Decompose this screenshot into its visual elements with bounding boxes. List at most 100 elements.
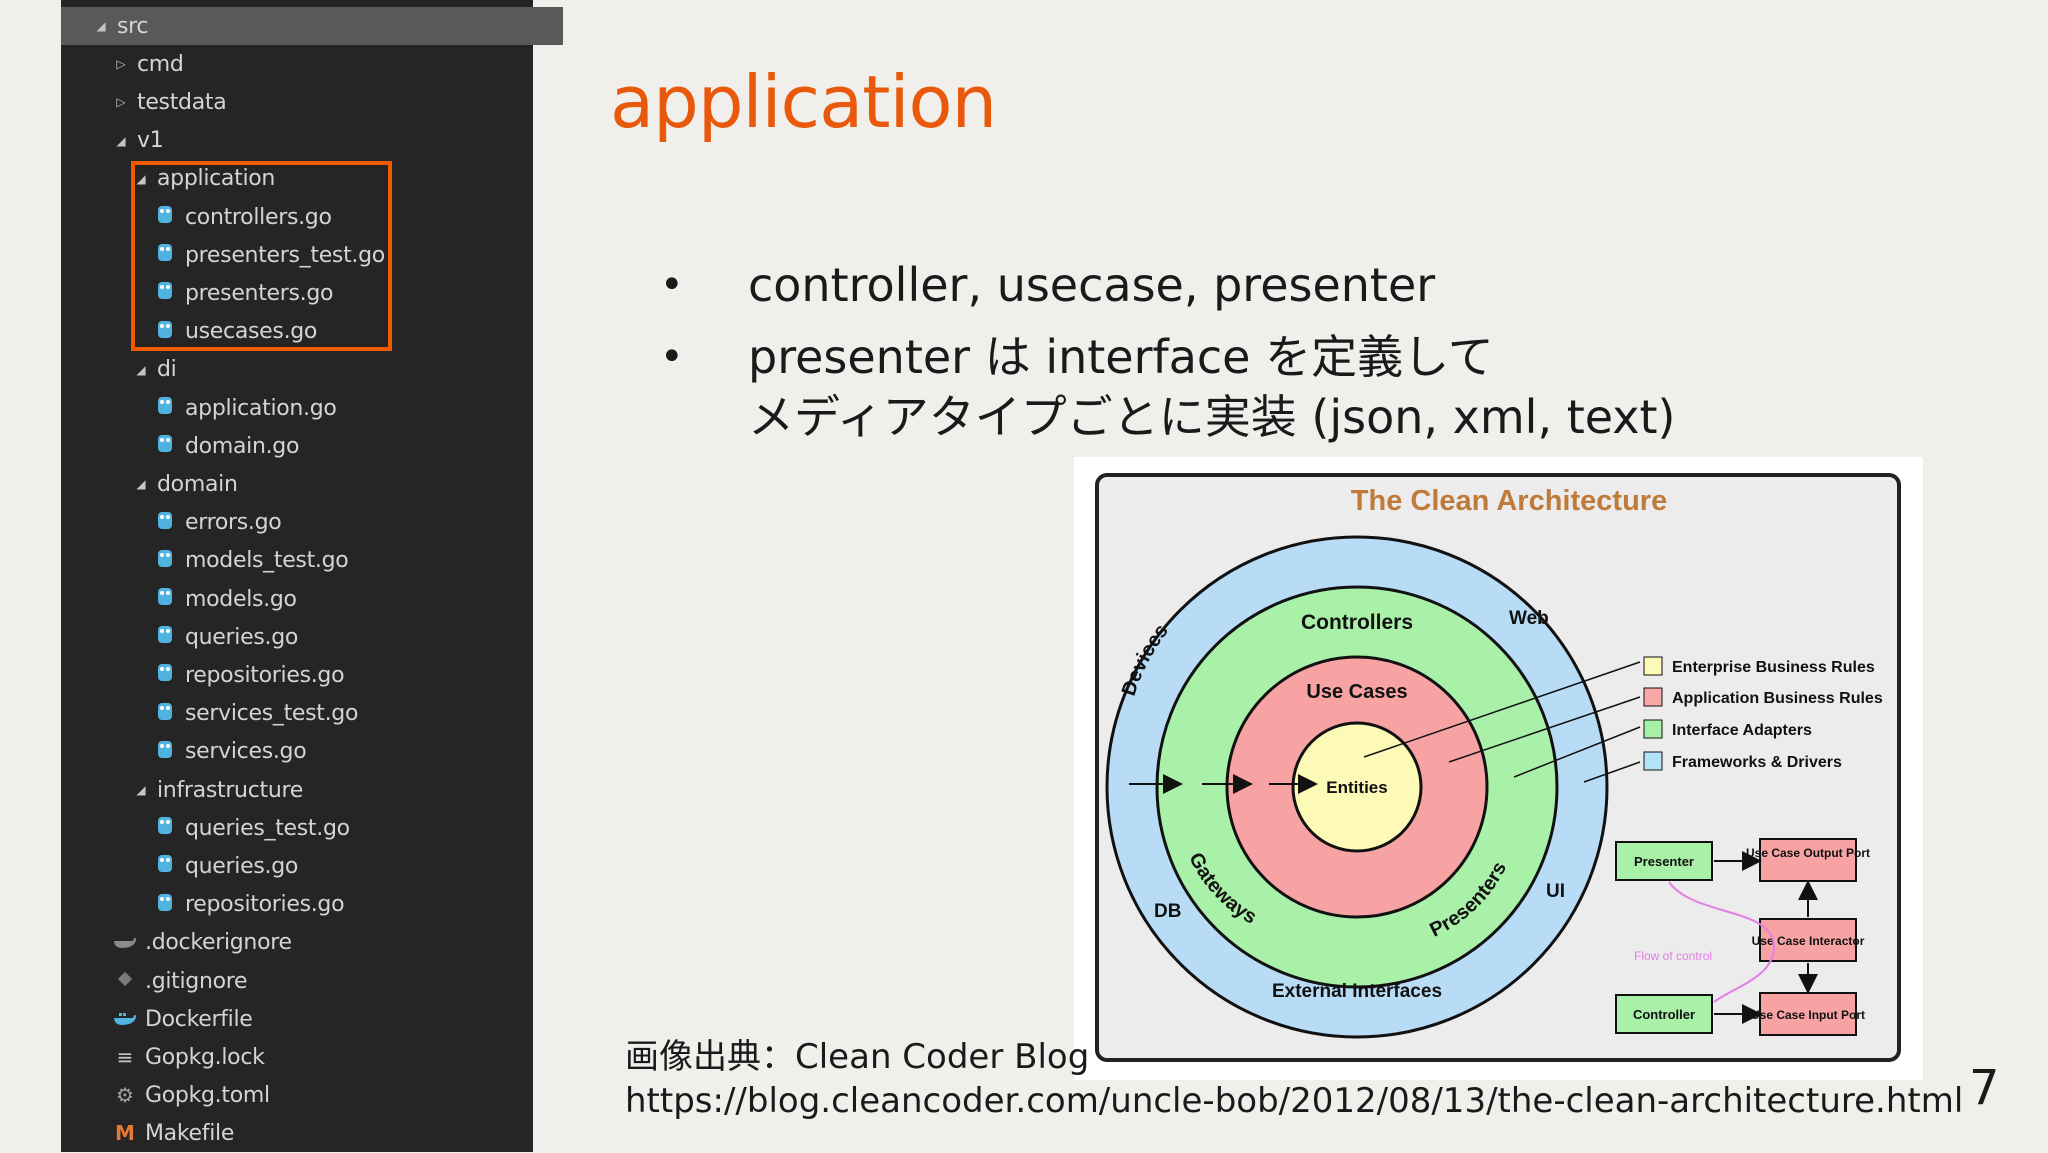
bullet-line: controller, usecase, presenter (748, 258, 1436, 312)
go-file-icon (151, 318, 179, 346)
file-row[interactable]: services.go (61, 733, 623, 771)
tree-item-label: usecases.go (185, 319, 318, 345)
image-credit: 画像出典：Clean Coder Blog https://blog.clean… (625, 1035, 1963, 1123)
tree-item-label: testdata (137, 89, 227, 115)
application-folder-highlight (131, 161, 392, 351)
chevron-down-icon[interactable]: ◢ (96, 19, 106, 33)
chevron-down-icon[interactable]: ◢ (136, 477, 146, 492)
file-row[interactable]: Dockerfile (61, 1000, 583, 1038)
tree-item-label: Dockerfile (145, 1006, 253, 1032)
tree-item-label: cmd (137, 51, 184, 77)
chevron-right-icon[interactable]: ▷ (116, 95, 126, 110)
bullet-item: • presenter は interface を定義して メディアタイプごとに… (660, 327, 1675, 447)
label-db: DB (1154, 901, 1181, 922)
bullet-item: • controller, usecase, presenter (660, 255, 1675, 315)
file-explorer: ◢ src ▷ cmd ▷ testdata ◢ v1 ◢ application controll… (61, 0, 563, 1152)
chevron-down-icon[interactable]: ◢ (136, 783, 146, 797)
ring-entities (1291, 721, 1423, 853)
file-row[interactable]: queries.go (61, 618, 623, 656)
go-file-icon (151, 241, 179, 269)
flow-of-control-label: Flow of control (1634, 949, 1712, 963)
file-row[interactable]: ⚙ Gopkg.toml (61, 1077, 583, 1115)
folder-row[interactable]: ◢di (61, 351, 603, 389)
legend-pointer (1363, 661, 1641, 758)
docker-icon (111, 1007, 139, 1032)
go-file-icon (151, 509, 179, 537)
flow-output-port-label: Use Case Output Port (1746, 846, 1870, 860)
flow-presenter-box (1615, 841, 1713, 881)
legend-pointer (1583, 761, 1641, 783)
tree-item-label: Gopkg.toml (145, 1083, 270, 1109)
file-row[interactable]: application.go (61, 389, 623, 427)
file-row[interactable]: controllers.go (61, 198, 623, 236)
flow-controller-box (1615, 994, 1713, 1034)
folder-row[interactable]: ▷ cmd (61, 45, 583, 83)
tree-item-label: presenters.go (185, 280, 334, 306)
file-row[interactable]: models.go (61, 580, 623, 618)
file-row[interactable]: .dockerignore (61, 924, 583, 962)
chevron-down-icon[interactable]: ◢ (136, 171, 146, 186)
file-row[interactable]: presenters_test.go (61, 236, 623, 274)
legend-label: Enterprise Business Rules (1672, 659, 1875, 676)
folder-row[interactable]: ◢ application (61, 160, 603, 198)
legend-label: Frameworks & Drivers (1672, 754, 1842, 771)
go-file-icon (151, 700, 179, 728)
image-credit-source: 画像出典：Clean Coder Blog (625, 1037, 1090, 1077)
image-credit-url[interactable]: https://blog.cleancoder.com/uncle-bob/20… (625, 1081, 1964, 1121)
file-row[interactable]: ≡Gopkg.lock (61, 1038, 583, 1076)
label-web: Web (1509, 608, 1549, 629)
go-file-icon (151, 852, 179, 880)
bullet-list: • controller, usecase, presenter • prese… (660, 255, 1675, 459)
chevron-right-icon[interactable]: ▷ (116, 57, 126, 72)
slide-title: application (610, 60, 997, 144)
file-row[interactable]: .gitignore (61, 962, 583, 1000)
folder-row[interactable]: ◢ src (61, 7, 563, 45)
file-row[interactable]: queries.go (61, 847, 623, 885)
label-use-cases: Use Cases (1306, 681, 1407, 703)
go-file-icon (151, 814, 179, 842)
file-row[interactable]: models_test.go (61, 542, 623, 580)
label-external-interfaces: External Interfaces (1272, 981, 1442, 1002)
bullet-dot: • (660, 334, 684, 380)
tree-item-label: application (157, 166, 276, 192)
tree-item-label: v1 (137, 128, 164, 154)
legend-label: Application Business Rules (1672, 690, 1883, 707)
file-row[interactable]: repositories.go (61, 886, 623, 924)
tree-item-label: models.go (185, 586, 297, 612)
tree-item-label: controllers.go (185, 204, 332, 230)
file-row[interactable]: domain.go (61, 427, 623, 465)
file-row[interactable]: repositories.go (61, 656, 623, 694)
tree-item-label: repositories.go (185, 892, 345, 918)
tree-item-label: services_test.go (185, 701, 359, 727)
label-controllers: Controllers (1301, 611, 1413, 634)
go-file-icon (151, 279, 179, 307)
folder-row[interactable]: ◢infrastructure (61, 771, 603, 809)
flow-interactor-label: Use Case Interactor (1752, 934, 1865, 948)
chevron-down-icon[interactable]: ◢ (116, 133, 126, 148)
tree-item-label: errors.go (185, 510, 282, 536)
folder-row[interactable]: ▷ testdata (61, 83, 583, 121)
tree-item-label: queries.go (185, 853, 299, 879)
bullet-dot: • (660, 262, 684, 308)
flow-input-port-label: Use Case Input Port (1751, 1008, 1865, 1022)
go-file-icon (151, 547, 179, 575)
folder-row[interactable]: ◢ v1 (61, 122, 583, 160)
chevron-down-icon[interactable]: ◢ (136, 362, 146, 377)
file-row[interactable]: errors.go (61, 504, 623, 542)
file-row[interactable]: queries_test.go (61, 809, 623, 847)
bullet-line: presenter は interface を定義して (748, 330, 1494, 384)
label-ui: UI (1546, 881, 1565, 902)
legend-swatch (1643, 719, 1663, 739)
legend-pointer (1513, 726, 1641, 778)
tree-item-label: Makefile (145, 1121, 235, 1147)
go-file-icon (151, 738, 179, 766)
tree-item-label: src (117, 13, 149, 39)
folder-row[interactable]: ◢domain (61, 465, 603, 503)
label-entities: Entities (1326, 778, 1387, 797)
file-row[interactable]: usecases.go (61, 313, 623, 351)
file-row[interactable]: presenters.go (61, 274, 623, 312)
go-file-icon (151, 585, 179, 613)
file-row[interactable]: services_test.go (61, 695, 623, 733)
gear-icon: ⚙ (116, 1083, 134, 1108)
